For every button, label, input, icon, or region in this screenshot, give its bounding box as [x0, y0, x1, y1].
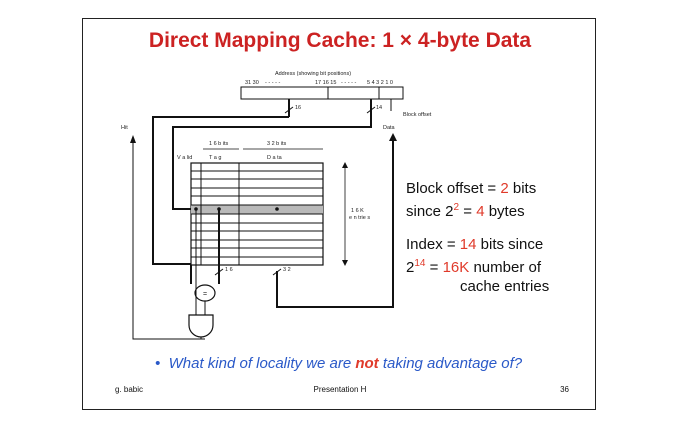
cache-table [190, 162, 324, 266]
rhs-highlight: 14 [459, 236, 477, 253]
rhs-text: since 2 [406, 203, 454, 220]
data-col-label: D a ta [267, 155, 283, 161]
cache-diagram: Address (showing bit positions) 31 30 - … [121, 71, 432, 340]
locality-question: • What kind of locality we are not takin… [155, 355, 522, 372]
entries-arrow-bottom [342, 260, 348, 266]
footer-presentation: Presentation H [313, 385, 367, 394]
entries-label-2: e n trie s [349, 215, 370, 221]
rhs-text: bits [508, 180, 537, 197]
hit-label: Hit [121, 125, 128, 131]
bit-pos-low: 5 4 3 2 1 0 [367, 80, 393, 86]
address-label: Address (showing bit positions) [275, 71, 351, 77]
data-tap-dot [275, 207, 279, 211]
data-bits-label: 3 2 b its [267, 141, 287, 147]
hit-arrow [130, 135, 136, 143]
rhs-text: Index = [406, 236, 460, 253]
entries-label-1: 1 6 K [351, 208, 364, 214]
explanation-panel: Block offset = 2 bits since 22 = 4 bytes… [406, 179, 596, 296]
data-arrow [389, 133, 397, 141]
index-explanation: Index = 14 bits since 214 = 16K number o… [406, 235, 596, 296]
valid-col-label: V a lid [177, 155, 192, 161]
rhs-highlight: 2 [500, 180, 509, 197]
question-emphasis: not [355, 355, 379, 372]
data-label: Data [383, 125, 396, 131]
footer-page-number: 36 [560, 385, 569, 394]
rhs-text: number of [469, 259, 541, 276]
rhs-text: bytes [484, 203, 525, 220]
tag-width-label: 16 [295, 105, 301, 111]
tag-col-label: T a g [209, 155, 221, 161]
compare-width-tick [214, 268, 224, 276]
rhs-highlight: 4 [476, 203, 485, 220]
question-text: What kind of locality we are [168, 355, 356, 372]
rhs-text: = [425, 259, 443, 276]
rhs-text: bits since [476, 236, 544, 253]
address-register [240, 86, 404, 100]
rhs-exponent: 2 [453, 202, 460, 213]
bit-pos-dash1: - - - - - [265, 80, 280, 86]
data-width-label: 3 2 [283, 267, 291, 273]
data-output-wire [276, 137, 394, 308]
rhs-text: cache entries [460, 278, 550, 295]
question-text: taking advantage of? [378, 355, 523, 372]
data-width-tick [272, 268, 282, 276]
bit-pos-high: 31 30 [245, 80, 259, 86]
tag-width-tick [284, 106, 294, 114]
rhs-text: 2 [406, 259, 415, 276]
index-to-row-wire [172, 117, 372, 210]
and-gate [188, 314, 214, 338]
hit-wire [132, 139, 205, 340]
index-width-tick [366, 106, 376, 114]
rhs-highlight: 16K [442, 259, 470, 276]
block-offset-explanation: Block offset = 2 bits since 22 = 4 bytes [406, 179, 596, 221]
comparator-symbol: = [203, 291, 207, 298]
slide-frame: Direct Mapping Cache: 1 × 4-byte Data Ad… [82, 18, 596, 410]
block-offset-label: Block offset [403, 112, 432, 118]
entries-arrow-top [342, 162, 348, 168]
rhs-text: Block offset = [406, 180, 501, 197]
slide-title: Direct Mapping Cache: 1 × 4-byte Data [148, 29, 532, 52]
tag-to-compare-wire [152, 116, 289, 284]
bit-pos-mid: 17 16 15 [315, 80, 336, 86]
footer-author: g. babic [115, 385, 144, 394]
rhs-text: = [459, 203, 477, 220]
bit-pos-dash2: - - - - - [341, 80, 356, 86]
bullet-icon: • [155, 355, 161, 372]
tag-bits-label: 1 6 b its [209, 141, 229, 147]
rhs-exponent: 14 [414, 258, 426, 269]
compare-width-label: 1 6 [225, 267, 233, 273]
index-width-label: 14 [376, 105, 382, 111]
